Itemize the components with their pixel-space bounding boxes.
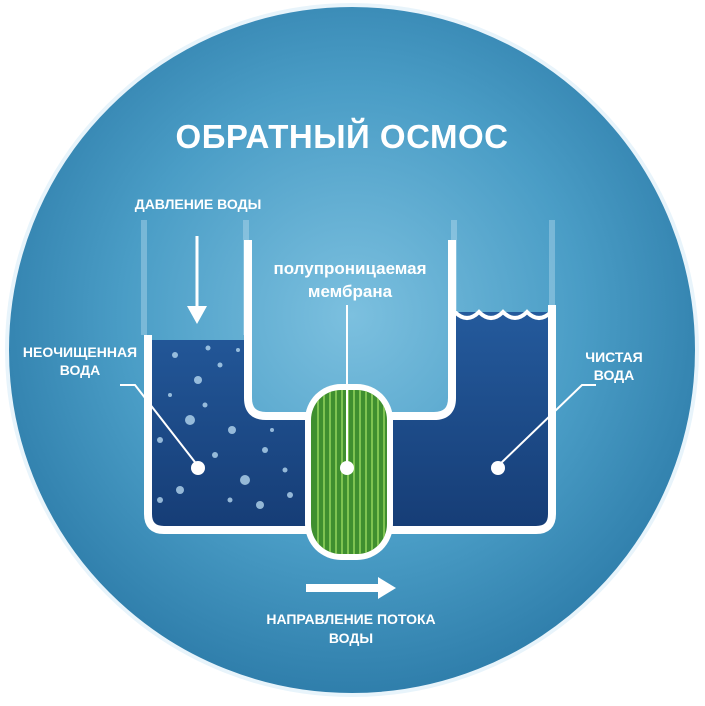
flow-label-line2: ВОДЫ (329, 630, 373, 646)
clean-label-line1: ЧИСТАЯ (585, 349, 643, 365)
pressure-label: ДАВЛЕНИЕ ВОДЫ (135, 196, 262, 212)
membrane-label-line1: полупроницаемая (273, 259, 426, 278)
clean-water-waves (453, 309, 553, 320)
flow-arrow-icon (306, 577, 396, 599)
unclean-label-line2: ВОДА (60, 362, 101, 378)
unclean-water-dot (191, 461, 205, 475)
pressure-arrow-icon (187, 236, 207, 324)
callout-lines (120, 305, 596, 467)
impurity-bubbles (157, 345, 293, 509)
membrane-label-line2: мембрана (308, 282, 393, 301)
unclean-label-line1: НЕОЧИЩЕННАЯ (23, 344, 137, 360)
diagram-title: ОБРАТНЫЙ ОСМОС (176, 117, 509, 155)
membrane-dot (340, 461, 354, 475)
clean-water-dot (491, 461, 505, 475)
flow-label-line1: НАПРАВЛЕНИЕ ПОТОКА (266, 611, 435, 627)
clean-label-line2: ВОДА (594, 367, 635, 383)
